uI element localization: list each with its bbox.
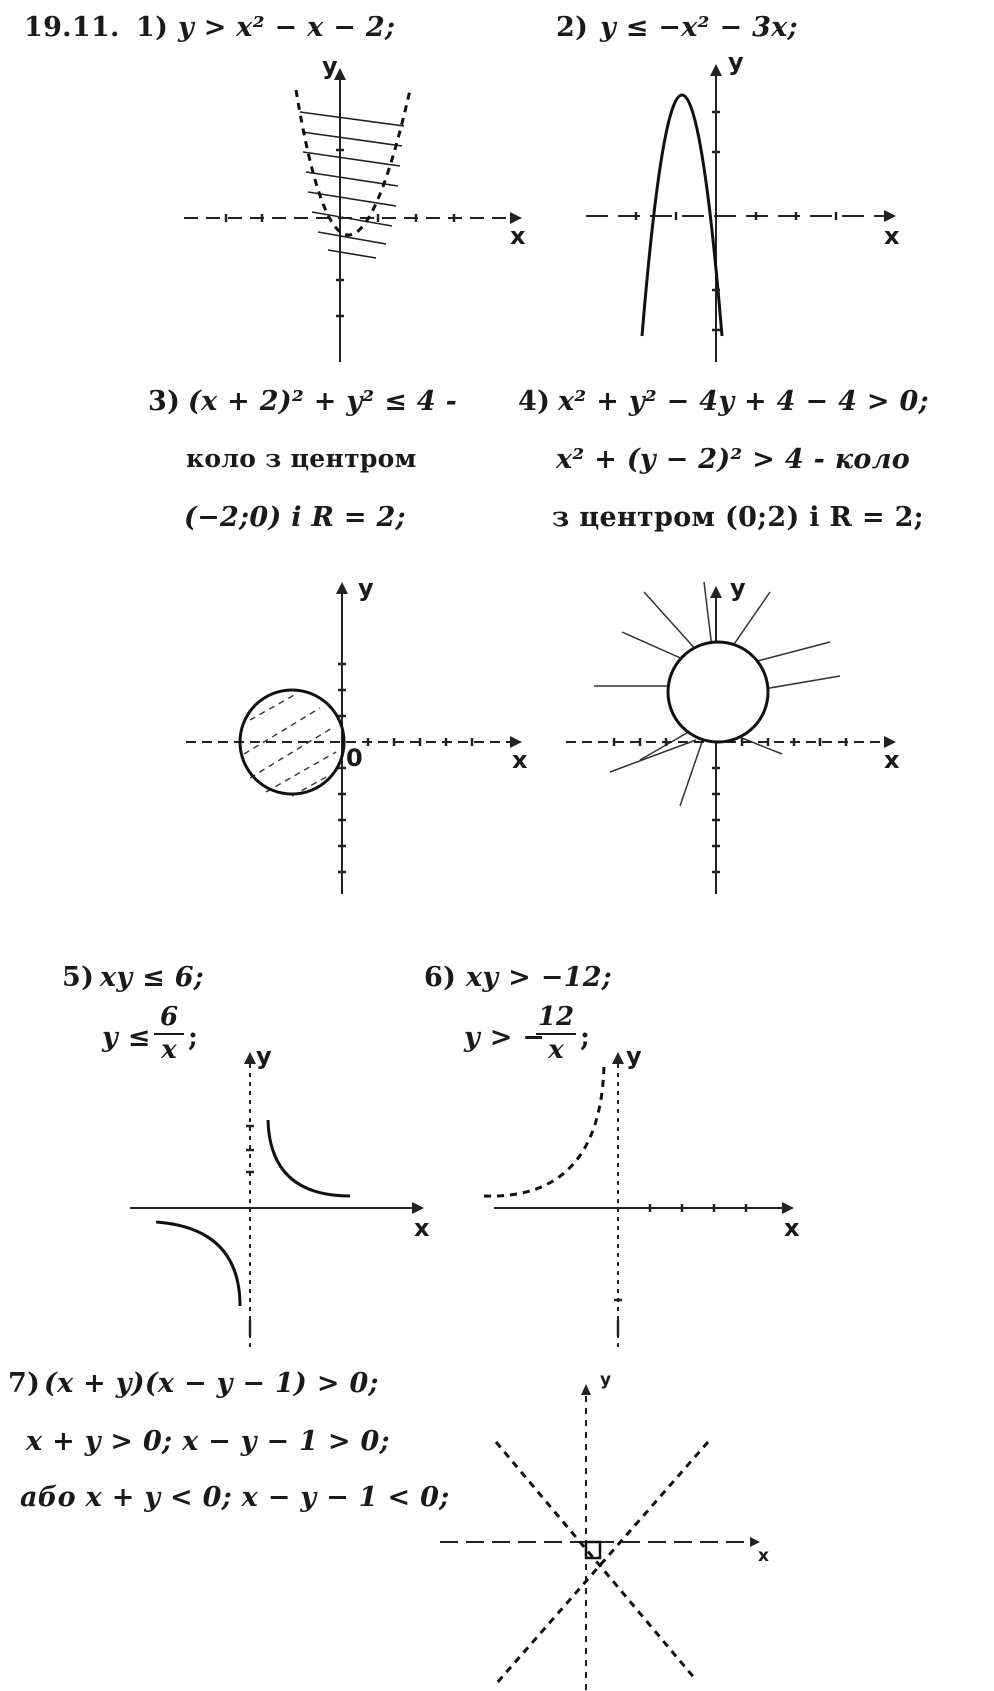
fig5-x-arrow (412, 1202, 424, 1214)
item-5-solved-end: ; (188, 1022, 199, 1053)
figure-5 (130, 1052, 424, 1348)
fig4-x-arrow (884, 736, 896, 748)
fig3-circle (238, 688, 346, 796)
fig1-parabola (294, 89, 412, 237)
fig7-x-arrow (750, 1537, 760, 1547)
fig7-y-label: y (600, 1370, 612, 1390)
figure-2 (586, 64, 896, 362)
fig5-y-arrow (244, 1052, 256, 1064)
item-1-inequality: y > x² − x − 2; (178, 12, 396, 43)
item-3-label: 3) (148, 386, 181, 417)
fig7-line-x-plus-y (494, 1441, 698, 1681)
fig1-x-arrow (510, 212, 522, 224)
item-3-desc-line1: коло з центром (186, 444, 417, 473)
item-6-fraction-num: 12 (537, 1002, 575, 1032)
fig6-x-label: x (784, 1214, 800, 1242)
fig4-y-arrow (710, 586, 722, 598)
fig7-x-label: x (758, 1546, 769, 1566)
item-4-inequality: x² + y² − 4y + 4 − 4 > 0; (558, 386, 929, 417)
fig1-ticks (224, 148, 456, 318)
item-7-label: 7) (8, 1368, 41, 1399)
item-5-fraction-num: 6 (159, 1002, 179, 1032)
fig1-y-label: y (322, 52, 338, 80)
item-4-line3: з центром (0;2) і R = 2; (552, 502, 924, 533)
fig4-y-label: y (730, 574, 746, 602)
fig6-y-arrow (612, 1052, 624, 1064)
figure-1 (184, 68, 522, 362)
item-6-solved-lhs: y > − (464, 1022, 546, 1053)
fig6-ticks (614, 1204, 748, 1336)
fig3-y-label: y (358, 574, 374, 602)
fig1-x-label: x (510, 222, 526, 250)
item-4-label: 4) (518, 386, 551, 417)
item-7-inequality: (x + y)(x − y − 1) > 0; (44, 1368, 379, 1399)
fig6-x-arrow (782, 1202, 794, 1214)
fig5-hyperbola-q3 (155, 1220, 242, 1307)
item-5-fraction-den: x (161, 1035, 177, 1066)
item-5-solved-lhs: y ≤ (102, 1022, 151, 1053)
item-6-solved-end: ; (580, 1022, 591, 1053)
item-2-inequality: y ≤ −x² − 3x; (600, 12, 798, 43)
fig2-x-arrow (884, 210, 896, 222)
item-1-label: 1) (136, 12, 169, 43)
fig1-y-arrow (334, 68, 346, 80)
item-4-line2: x² + (y − 2)² > 4 - коло (556, 444, 911, 475)
item-5-inequality: xy ≤ 6; (100, 962, 205, 993)
fig2-y-arrow (710, 64, 722, 76)
figure-6 (483, 1052, 794, 1348)
fig7-intersection-box (584, 1540, 602, 1560)
fig4-rays (594, 581, 841, 807)
figure-4 (566, 581, 896, 894)
item-6-inequality: xy > −12; (466, 962, 613, 993)
fig4-ticks (612, 738, 848, 874)
fig2-y-label: y (728, 48, 744, 76)
fig2-ticks (634, 110, 838, 332)
item-7-case2: або x + y < 0; x − y − 1 < 0; (20, 1482, 450, 1513)
item-6-fraction-den: x (548, 1035, 564, 1066)
fig7-y-arrow (581, 1384, 591, 1395)
fig2-parabola (640, 93, 724, 337)
item-5-fraction: 6 x (154, 1002, 184, 1066)
fig4-circle (666, 640, 770, 744)
fig5-ticks (246, 1124, 254, 1336)
fraction-bar (536, 1033, 576, 1036)
fraction-bar (154, 1033, 184, 1036)
item-3-inequality: (x + 2)² + y² ≤ 4 - (188, 386, 458, 417)
item-3-desc-line2: (−2;0) і R = 2; (184, 502, 406, 533)
figure-7 (440, 1384, 760, 1690)
fig5-hyperbola-q1 (266, 1119, 351, 1198)
item-2-label: 2) (556, 12, 589, 43)
item-5-label: 5) (62, 962, 95, 993)
fig3-origin-label: 0 (346, 744, 363, 772)
item-6-fraction: 12 x (536, 1002, 576, 1066)
fig6-hyperbola-q2 (483, 1065, 606, 1198)
fig4-x-label: x (884, 746, 900, 774)
problem-number: 19.11. (24, 12, 120, 43)
fig3-y-arrow (336, 582, 348, 594)
fig7-line-x-minus-y-minus-1 (494, 1441, 710, 1685)
item-6-label: 6) (424, 962, 457, 993)
fig3-ticks (338, 662, 474, 874)
fig5-y-label: y (256, 1042, 272, 1070)
fig3-x-label: x (512, 746, 528, 774)
fig5-x-label: x (414, 1214, 430, 1242)
fig2-x-label: x (884, 222, 900, 250)
fig6-y-label: y (626, 1042, 642, 1070)
fig3-x-arrow (510, 736, 522, 748)
fig3-hatching (243, 693, 337, 797)
figure-3 (186, 582, 522, 894)
item-7-case1: x + y > 0; x − y − 1 > 0; (26, 1426, 390, 1457)
